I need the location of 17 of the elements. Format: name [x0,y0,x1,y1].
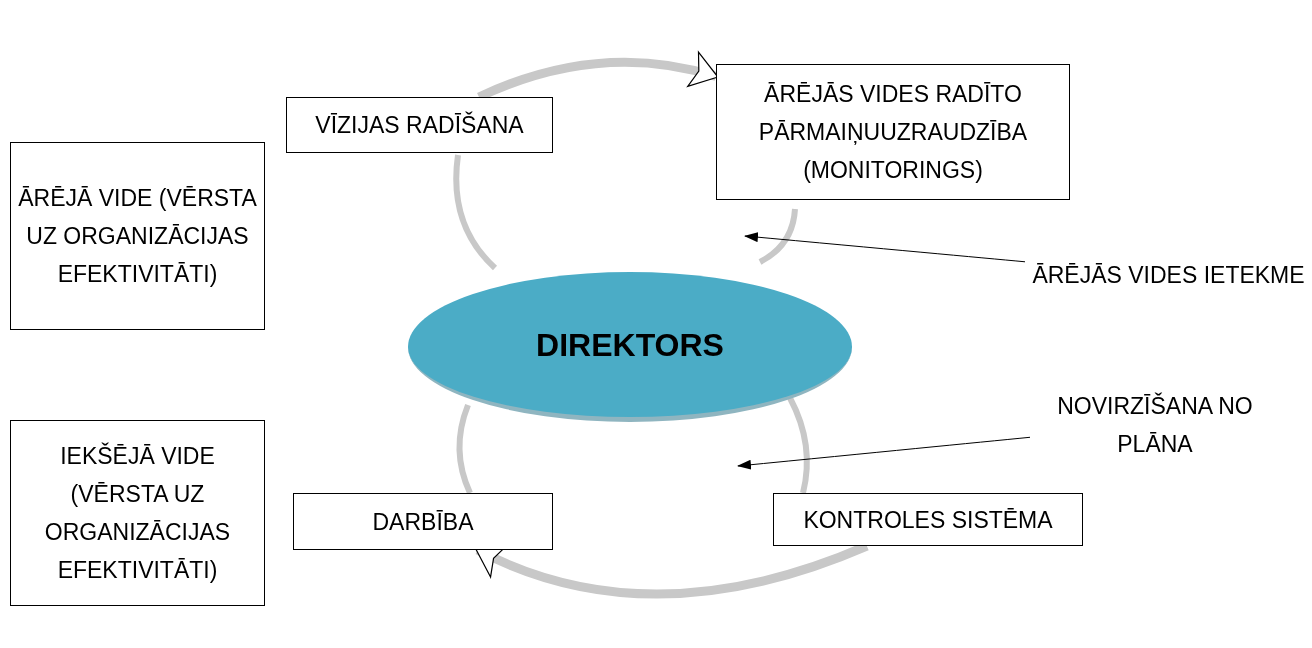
node-label: IEKŠĒJĀ VIDE (VĒRSTA UZ ORGANIZĀCIJAS EFEKTIVITĀTI) [43,441,232,585]
node-label: ĀRĒJĀ VIDE (VĒRSTA UZ ORGANIZĀCIJAS EFEKTIVITĀTI) [17,184,258,289]
arrow [737,436,1031,470]
node-label: VĪZIJAS RADĪŠANA [315,110,524,140]
process-box [286,97,553,153]
arrow [744,232,1026,263]
process-box [773,493,1083,546]
text-box [10,142,265,330]
annotation-text: ĀRĒJĀS VIDES IETEKME [1025,255,1312,295]
annotation-text: NOVIRZĪŠANA NO PLĀNA [1030,385,1280,465]
node-label: DIREKTORS [536,325,724,364]
process-box [716,64,1070,200]
node-label: KONTROLES SISTĒMA [803,505,1053,535]
process-box [293,493,553,550]
text-box [10,420,265,606]
node-label: ĀRĒJĀS VIDES RADĪTO PĀRMAIŅUUZRAUDZĪBA (MONITORINGS) [757,80,1029,185]
node-label: DARBĪBA [372,507,474,537]
